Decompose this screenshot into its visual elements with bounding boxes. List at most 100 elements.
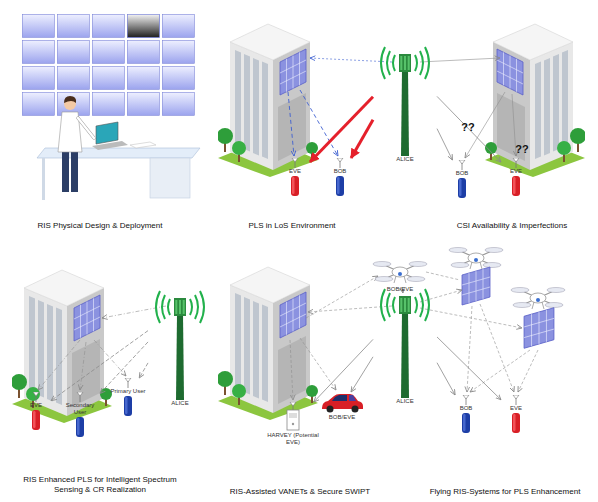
device-icon — [513, 395, 519, 405]
device-icon — [463, 395, 469, 405]
node-label: Primary User — [106, 388, 150, 395]
panel-caption: RIS-Assisted VANETs & Secure SWIPT — [205, 487, 395, 497]
node-label: EVE — [501, 168, 531, 175]
ris-path — [426, 272, 460, 280]
device-icon — [451, 395, 481, 405]
device-icon — [291, 176, 299, 196]
ris-panel — [462, 267, 490, 305]
signal-link — [351, 357, 373, 392]
user-terminal: EVE — [280, 158, 310, 197]
device-icon — [287, 402, 299, 430]
panel-caption: PLS in LoS Environment — [207, 221, 377, 231]
node-label: BOB — [447, 170, 477, 177]
node-label: ALICE — [148, 400, 212, 407]
desk-cabinet — [150, 158, 190, 198]
base-station: ALICE — [148, 290, 212, 407]
device-icon — [501, 395, 531, 405]
vehicle-terminal: BOB/EVE — [320, 392, 364, 421]
device-icon — [65, 416, 95, 438]
signal-link — [100, 342, 148, 394]
ris-path — [470, 350, 530, 392]
ris-path — [420, 308, 522, 328]
device-icon — [337, 158, 343, 168]
device-icon — [320, 392, 364, 414]
ris-path — [288, 92, 294, 156]
device-icon — [33, 392, 39, 402]
signal-link — [310, 97, 373, 162]
device-icon — [322, 394, 363, 413]
device-icon — [373, 262, 427, 284]
ris-building — [11, 270, 112, 423]
ris-path — [38, 340, 80, 390]
laptop-screen — [96, 122, 118, 144]
signal-link — [437, 337, 501, 400]
signal-link — [437, 96, 501, 162]
device-icon — [76, 417, 84, 437]
device-icon — [373, 46, 437, 156]
device-icon — [292, 158, 298, 168]
node-label: BOB — [451, 405, 481, 412]
ris-path — [467, 306, 472, 392]
ris-tile — [127, 14, 159, 37]
node-label: EVE — [280, 168, 310, 175]
device-icon — [32, 410, 40, 430]
device-icon — [501, 412, 531, 434]
panel-caption: Flying RIS-Systems for PLS Enhancement — [410, 487, 598, 497]
device-icon — [124, 396, 132, 416]
device-icon — [125, 378, 131, 388]
uav — [511, 288, 565, 310]
unknown-csi-mark: ?? — [507, 143, 537, 155]
user-terminal: BOB — [451, 395, 481, 434]
laptop-base — [92, 141, 128, 150]
user-terminal: EVE — [21, 392, 51, 431]
device-icon — [447, 177, 477, 199]
device-icon — [459, 160, 465, 170]
person-leg — [62, 150, 69, 192]
device-icon — [270, 402, 316, 432]
device-icon — [336, 176, 344, 196]
device-icon — [501, 158, 531, 168]
user-terminal: BOB — [447, 160, 477, 199]
person-arm — [78, 118, 94, 138]
device-icon — [512, 176, 520, 196]
device-icon — [512, 413, 520, 433]
desk-leg — [42, 158, 45, 200]
device-icon — [451, 412, 481, 434]
node-label: ALICE — [373, 156, 437, 163]
ris-tile-array — [22, 14, 197, 118]
node-label: BOB/EVE — [372, 286, 428, 293]
ris-path — [420, 58, 500, 62]
ris-path — [94, 340, 126, 376]
device-icon — [156, 291, 204, 400]
ris-panel — [524, 308, 554, 349]
device-icon — [21, 409, 51, 431]
panel-caption: CSI Availability & Imperfections — [427, 221, 597, 231]
user-terminal: EVE — [501, 395, 531, 434]
signal-link — [437, 129, 452, 160]
device-icon — [113, 395, 143, 417]
signal-link — [351, 120, 373, 158]
user-terminal: EVE — [501, 158, 531, 197]
node-label: EVE — [501, 405, 531, 412]
base-station: ALICE — [373, 46, 437, 163]
signal-link — [314, 339, 373, 402]
device-icon — [280, 175, 310, 197]
ris-path — [518, 350, 538, 392]
ris-building — [217, 267, 318, 420]
panel-caption: RIS Enhanced PLS for Intelligent Spectru… — [20, 475, 180, 495]
device-icon — [373, 288, 437, 398]
unknown-csi-mark: ?? — [453, 121, 483, 133]
base-station: ALICE — [373, 288, 437, 405]
device-icon — [447, 160, 477, 170]
device-icon — [501, 175, 531, 197]
node-label: HARVEY (Potential EVE) — [267, 432, 319, 446]
ris-path — [306, 276, 378, 318]
device-icon — [325, 175, 355, 197]
person-hair — [64, 96, 76, 103]
node-label: BOB — [325, 168, 355, 175]
ris-path — [300, 90, 338, 156]
signal-link — [437, 363, 455, 395]
ris-path — [310, 58, 392, 62]
energy-harvester: HARVEY (Potential EVE) — [267, 402, 319, 446]
